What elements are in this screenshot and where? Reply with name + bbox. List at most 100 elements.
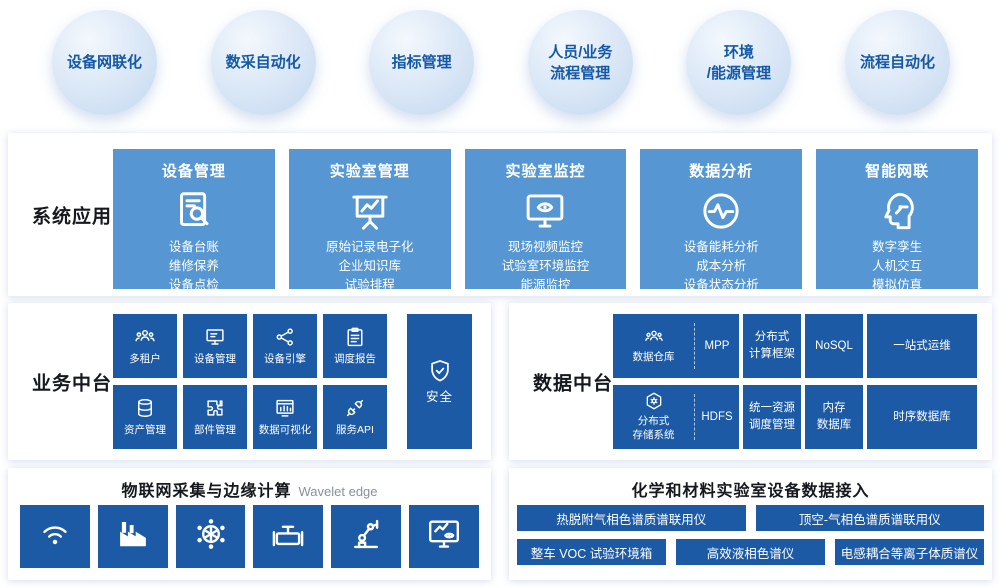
- hex-gear-icon: [644, 391, 664, 411]
- app-card-items: 现场视频监控 试验室环境监控 能源监控: [501, 240, 590, 292]
- tile-distributed-storage: 分布式 存储系统: [613, 385, 694, 449]
- tile-unified-resource-scheduling: 统一资源 调度管理: [743, 385, 801, 449]
- app-card-items: 数字孪生 人机交互 模拟仿真: [872, 240, 923, 292]
- presentation-chart-icon: [348, 189, 392, 233]
- lab-tile-headspace-gcms: 顶空-气相色谱质谱联用仪: [755, 505, 984, 531]
- app-card-items: 设备能耗分析 成本分析 设备状态分析: [683, 240, 759, 292]
- lab-tile-icp-ms: 电感耦合等离子体质谱仪: [835, 539, 984, 565]
- section-label-data-platform: 数据中台: [533, 373, 614, 394]
- tile-label: 设备管理: [194, 352, 236, 365]
- tile-label: 安全: [425, 389, 453, 404]
- system-apps-cards: 设备管理 设备台账 维修保养 设备点检 实验室管理 原始记录电子化 企业知识库 …: [113, 149, 978, 292]
- data-platform-panel: 数据中台 数据仓库 MPP 分布式 计算框架 NoSQL 一站式运维: [509, 303, 992, 460]
- app-card-title: 智能网联: [865, 163, 930, 180]
- system-apps-panel: 系统应用 设备管理 设备台账 维修保养 设备点检 实验室管理 原始记录电子化 企…: [8, 133, 992, 296]
- business-platform-panel: 业务中台 多租户 设备管理 设备引擎 调度报告: [8, 303, 491, 460]
- tile-dispatch-report: 调度报告: [323, 314, 387, 378]
- tile-mpp: MPP: [704, 340, 730, 352]
- data-tiles-grid: 数据仓库 MPP 分布式 计算框架 NoSQL 一站式运维 分布式 存储系统 H…: [613, 314, 977, 456]
- share-nodes-icon: [274, 326, 296, 348]
- tile-in-memory-database: 内存 数据库: [805, 385, 863, 449]
- lab-equipment-access-panel: 化学和材料实验室设备数据接入 热脱附气相色谱质谱联用仪 顶空-气相色谱质谱联用仪…: [509, 468, 992, 580]
- lab-panel-header: 化学和材料实验室设备数据接入: [509, 477, 992, 501]
- factory-icon: [115, 516, 151, 557]
- capability-environment-energy-management: 环境 /能源管理: [686, 10, 792, 115]
- tile-label: 服务API: [336, 423, 374, 436]
- lab-tiles-row-1: 热脱附气相色谱质谱联用仪 顶空-气相色谱质谱联用仪: [517, 505, 984, 531]
- tile-label: 数据仓库: [632, 351, 675, 364]
- dashed-divider: [694, 323, 695, 369]
- robot-arm-icon: [348, 516, 384, 557]
- shield-icon: [427, 358, 453, 384]
- tile-distributed-computing-framework: 分布式 计算框架: [743, 314, 801, 378]
- section-label-system-apps: 系统应用: [32, 206, 113, 227]
- capability-label: 环境 /能源管理: [706, 43, 771, 82]
- head-circuit-icon: [875, 189, 919, 233]
- tile-label: 部件管理: [194, 423, 236, 436]
- capability-label: 指标管理: [391, 54, 452, 71]
- edge-tile-network-globe: [175, 505, 246, 568]
- capability-label: 数采自动化: [225, 54, 301, 71]
- capability-process-automation: 流程自动化: [844, 10, 950, 115]
- tile-data-visualization: 数据可视化: [253, 385, 317, 449]
- plug-icon: [344, 397, 366, 419]
- tile-label: 数据可视化: [258, 423, 312, 436]
- capability-device-networking: 设备网联化: [52, 10, 157, 115]
- capability-kpi-management: 指标管理: [369, 10, 475, 115]
- capability-label: 设备网联化: [66, 54, 142, 71]
- app-card-items: 原始记录电子化 企业知识库 试验排程: [325, 240, 414, 292]
- tile-timeseries-database: 时序数据库: [867, 385, 977, 449]
- edge-panel-title: 物联网采集与边缘计算: [121, 483, 292, 500]
- doc-search-icon: [172, 189, 216, 233]
- app-card-title: 实验室管理: [329, 163, 410, 180]
- pulse-circle-icon: [699, 189, 743, 233]
- app-card-title: 设备管理: [161, 163, 226, 180]
- app-card-lab-management: 实验室管理 原始记录电子化 企业知识库 试验排程: [288, 149, 451, 292]
- business-tiles-row-2: 资产管理 部件管理 数据可视化 服务API: [113, 385, 387, 449]
- tile-asset-management: 资产管理: [113, 385, 177, 449]
- app-card-intelligent-connectivity: 智能网联 数字孪生 人机交互 模拟仿真: [816, 149, 978, 292]
- iot-edge-panel: 物联网采集与边缘计算 Wavelet edge: [8, 468, 491, 580]
- section-label-business-platform: 业务中台: [32, 373, 113, 394]
- edge-tiles-row: [20, 505, 479, 568]
- monitor-icon: [204, 326, 226, 348]
- edge-tile-monitoring-chart: [409, 505, 479, 568]
- capability-personnel-process-management: 人员/业务 流程管理: [527, 10, 633, 115]
- data-tiles-row-2: 分布式 存储系统 HDFS 统一资源 调度管理 内存 数据库 时序数据库: [613, 385, 977, 449]
- business-tiles-row-1: 多租户 设备管理 设备引擎 调度报告: [113, 314, 387, 378]
- bar-chart-icon: [274, 397, 296, 419]
- tile-hdfs: HDFS: [701, 411, 733, 423]
- lab-tiles-row-2: 整车 VOC 试验环境箱 高效液相色谱仪 电感耦合等离子体质谱仪: [517, 539, 984, 565]
- network-globe-icon: [193, 516, 229, 557]
- app-card-lab-monitoring: 实验室监控 现场视频监控 试验室环境监控 能源监控: [464, 149, 627, 292]
- app-card-equipment-management: 设备管理 设备台账 维修保养 设备点检: [113, 149, 275, 292]
- tile-multi-tenant: 多租户: [113, 314, 177, 378]
- tile-label: 分布式 存储系统: [632, 415, 675, 441]
- edge-tile-factory: [97, 505, 168, 568]
- edge-panel-header: 物联网采集与边缘计算 Wavelet edge: [8, 477, 491, 501]
- lab-tile-voc-test-chamber: 整车 VOC 试验环境箱: [517, 539, 666, 565]
- wireless-sensor-icon: [37, 516, 73, 557]
- tile-service-api: 服务API: [323, 385, 387, 449]
- capability-data-collection-automation: 数采自动化: [210, 10, 316, 115]
- edge-tile-pipe-valve: [253, 505, 324, 568]
- monitor-eye-icon: [523, 189, 567, 233]
- edge-tile-wireless-sensor: [20, 505, 90, 568]
- tile-equipment-management: 设备管理: [183, 314, 247, 378]
- users-group-icon: [644, 327, 664, 347]
- app-card-data-analysis: 数据分析 设备能耗分析 成本分析 设备状态分析: [640, 149, 803, 292]
- capabilities-row: 设备网联化 数采自动化 指标管理 人员/业务 流程管理 环境 /能源管理 流程自…: [52, 10, 950, 116]
- edge-panel-subtitle: Wavelet edge: [298, 484, 378, 499]
- tile-component-management: 部件管理: [183, 385, 247, 449]
- tile-distributed-storage-hdfs: 分布式 存储系统 HDFS: [613, 385, 739, 449]
- app-card-items: 设备台账 维修保养 设备点检: [168, 240, 219, 292]
- tile-device-engine: 设备引擎: [253, 314, 317, 378]
- tile-label: 设备引擎: [264, 352, 306, 365]
- lab-tiles: 热脱附气相色谱质谱联用仪 顶空-气相色谱质谱联用仪 整车 VOC 试验环境箱 高…: [517, 505, 984, 573]
- tile-label: 多租户: [129, 352, 161, 365]
- pipe-valve-icon: [270, 516, 306, 557]
- lab-panel-title: 化学和材料实验室设备数据接入: [631, 483, 870, 500]
- clipboard-icon: [344, 326, 366, 348]
- monitor-chart-icon: [426, 516, 462, 557]
- capability-label: 人员/业务 流程管理: [548, 43, 613, 82]
